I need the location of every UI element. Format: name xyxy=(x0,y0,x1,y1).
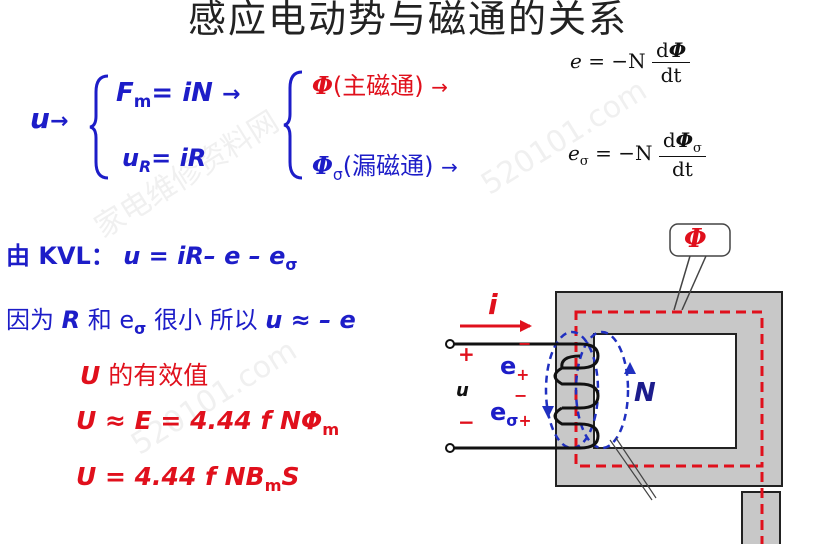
approximation-statement: 因为 R 和 eσ 很小 所以 u ≈ – e xyxy=(6,306,356,338)
voltage-u: u→ xyxy=(30,102,69,135)
leakage-flux-loop xyxy=(574,330,630,450)
watermark: 520101.com xyxy=(125,332,304,463)
coil-core-diagram xyxy=(445,223,783,544)
emf-e-sigma-label: eσ+ xyxy=(490,398,532,430)
kvl-equation: 由 KVL： u = iR– e – eσ xyxy=(6,242,298,274)
rms-formula-flux: U ≈ E = 4.44 f NΦm xyxy=(76,406,340,439)
iron-core xyxy=(555,291,783,487)
leakage-flux: Φσ(漏磁通) → xyxy=(312,151,458,184)
mmf-equation: Fm= iN → xyxy=(116,78,241,112)
right-brace xyxy=(283,70,303,180)
coil-winding xyxy=(450,342,600,450)
resistor-voltage-equation: uR= iR xyxy=(122,144,207,176)
left-brace xyxy=(89,74,109,180)
rms-formula-field: U = 4.44 f NBmS xyxy=(76,462,300,495)
phi-callout xyxy=(669,223,731,257)
main-flux: Φ(主磁通) → xyxy=(312,71,449,100)
rms-heading: U 的有效值 xyxy=(80,361,209,390)
emf-minus-sign: − xyxy=(518,334,532,353)
plus-terminal: + xyxy=(458,342,475,366)
emf-e-label: e+ xyxy=(500,352,530,384)
minus-terminal: − xyxy=(458,410,475,434)
main-flux-path xyxy=(574,310,764,468)
phi-label: Φ xyxy=(684,224,707,254)
current-label: i xyxy=(488,288,498,321)
leak-emf-minus-sign: − xyxy=(514,386,528,405)
voltage-label: u xyxy=(456,380,469,401)
core-leg xyxy=(741,491,781,544)
page-title: 感应电动势与磁通的关系 xyxy=(187,0,628,41)
turns-label: N xyxy=(634,378,656,408)
